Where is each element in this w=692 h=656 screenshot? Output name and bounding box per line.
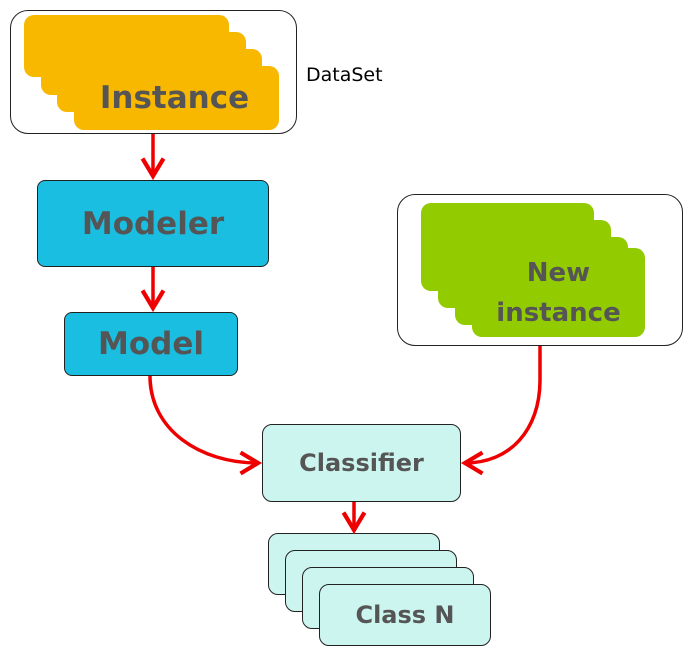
modeler-label: Modeler xyxy=(81,205,225,242)
new-instance-label-line2: instance xyxy=(496,297,621,328)
arrow-model-to-classifier xyxy=(148,375,263,476)
modeler-box: Modeler xyxy=(37,180,269,267)
new-instance-card-front: New instance xyxy=(472,248,645,337)
model-box: Model xyxy=(64,312,238,376)
class-n-label: Class N xyxy=(355,601,455,629)
arrow-new-instance-to-classifier xyxy=(460,346,542,476)
instance-label: Instance xyxy=(99,80,250,116)
class-n-card-front: Class N xyxy=(319,584,491,646)
classifier-label: Classifier xyxy=(299,449,424,477)
instance-card-front: Instance xyxy=(74,66,279,130)
model-label: Model xyxy=(98,326,204,362)
classifier-box: Classifier xyxy=(262,424,461,502)
dataset-caption: DataSet xyxy=(306,64,383,86)
new-instance-label-line1: New xyxy=(526,257,591,288)
